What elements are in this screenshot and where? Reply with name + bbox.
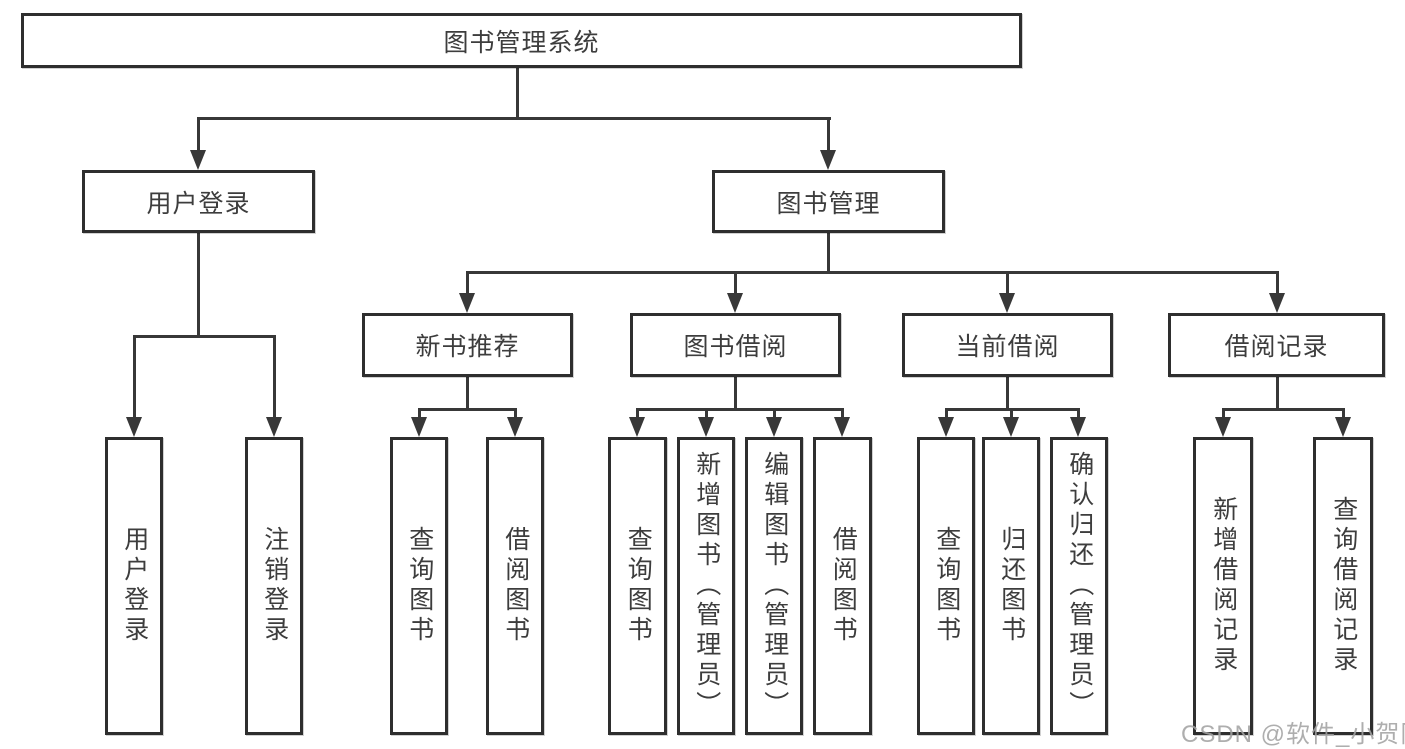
leaf-confirm-return-admin: 确认归还（管理员） bbox=[1050, 437, 1108, 735]
connector-new-book-down bbox=[466, 377, 469, 411]
connector-borrowing-records-hline bbox=[1222, 408, 1345, 411]
leaf-add-borrow-record: 新增借阅记录 bbox=[1193, 437, 1253, 735]
leaf-add-book-admin-label: 新增图书（管理员） bbox=[692, 451, 721, 721]
leaf-add-borrow-record-label: 新增借阅记录 bbox=[1209, 496, 1238, 676]
leaf-borrow-books-1-label: 借阅图书 bbox=[501, 526, 530, 646]
connector-stem-confirm-return bbox=[1077, 408, 1080, 422]
arrowhead-confirm-return bbox=[1070, 417, 1086, 437]
connector-level1-hline bbox=[197, 117, 831, 120]
connector-stem-borrow-books-1 bbox=[514, 408, 517, 422]
leaf-borrow-books-2: 借阅图书 bbox=[813, 437, 872, 735]
arrowhead-user-login bbox=[190, 150, 206, 170]
connector-stem-return-book bbox=[1010, 408, 1013, 422]
connector-stem-add-book bbox=[705, 408, 708, 422]
leaf-add-book-admin: 新增图书（管理员） bbox=[677, 437, 735, 735]
connector-level2-hline bbox=[466, 271, 1279, 274]
leaf-query-borrow-record-label: 查询借阅记录 bbox=[1329, 496, 1358, 676]
arrowhead-return-book bbox=[1003, 417, 1019, 437]
connector-user-login-hline bbox=[133, 335, 276, 338]
connector-stem-borrowing-records bbox=[1276, 271, 1279, 297]
arrowhead-current-borrowing bbox=[999, 293, 1015, 313]
connector-borrowing-records-down bbox=[1276, 377, 1279, 411]
connector-stem-book-management bbox=[827, 117, 830, 152]
arrowhead-query-books-1 bbox=[411, 417, 427, 437]
connector-stem-query-books-3 bbox=[945, 408, 948, 422]
arrowhead-borrow-books-1 bbox=[507, 417, 523, 437]
node-user-login-label: 用户登录 bbox=[146, 189, 251, 218]
leaf-query-books-2: 查询图书 bbox=[608, 437, 667, 735]
watermark: CSDN @软件_小贺同学 bbox=[1181, 721, 1405, 748]
node-new-book-recommend-label: 新书推荐 bbox=[415, 333, 520, 361]
arrowhead-borrowing-records bbox=[1269, 293, 1285, 313]
connector-stem-add-record bbox=[1222, 408, 1225, 422]
connector-book-management-down bbox=[827, 233, 830, 273]
connector-stem-user-login bbox=[197, 117, 200, 152]
leaf-query-books-1: 查询图书 bbox=[390, 437, 448, 735]
arrowhead-query-books-3 bbox=[938, 417, 954, 437]
leaf-confirm-return-admin-label: 确认归还（管理员） bbox=[1065, 451, 1094, 721]
connector-book-borrowing-down bbox=[734, 377, 737, 411]
arrowhead-query-books-2 bbox=[629, 417, 645, 437]
arrowhead-new-book bbox=[459, 293, 475, 313]
connector-user-login-down bbox=[197, 233, 200, 337]
connector-stem-current-borrowing bbox=[1006, 271, 1009, 297]
leaf-borrow-books-2-label: 借阅图书 bbox=[829, 526, 858, 646]
node-book-borrowing: 图书借阅 bbox=[630, 313, 841, 377]
connector-stem-new-book bbox=[466, 271, 469, 297]
node-current-borrowing-label: 当前借阅 bbox=[955, 333, 1060, 361]
arrowhead-edit-book bbox=[766, 417, 782, 437]
leaf-logout-label: 注销登录 bbox=[260, 526, 289, 646]
node-user-login: 用户登录 bbox=[82, 170, 315, 233]
leaf-query-books-3-label: 查询图书 bbox=[932, 526, 961, 646]
connector-stem-query-record bbox=[1342, 408, 1345, 422]
connector-stem-leaf-logout bbox=[273, 335, 276, 419]
node-book-borrowing-label: 图书借阅 bbox=[683, 333, 788, 361]
leaf-logout: 注销登录 bbox=[245, 437, 303, 735]
node-borrowing-records-label: 借阅记录 bbox=[1224, 333, 1329, 361]
connector-stem-query-books-1 bbox=[418, 408, 421, 422]
node-current-borrowing: 当前借阅 bbox=[902, 313, 1113, 377]
connector-stem-leaf-user-login bbox=[133, 335, 136, 419]
connector-stem-book-borrowing bbox=[734, 271, 737, 297]
arrowhead-leaf-logout bbox=[266, 417, 282, 437]
node-root-label: 图书管理系统 bbox=[443, 28, 600, 57]
leaf-query-borrow-record: 查询借阅记录 bbox=[1313, 437, 1373, 735]
arrowhead-add-record bbox=[1215, 417, 1231, 437]
leaf-return-book: 归还图书 bbox=[982, 437, 1040, 735]
node-book-management-label: 图书管理 bbox=[776, 189, 881, 218]
connector-new-book-hline bbox=[418, 408, 517, 411]
leaf-borrow-books-1: 借阅图书 bbox=[486, 437, 544, 735]
node-root: 图书管理系统 bbox=[21, 13, 1022, 68]
leaf-user-login: 用户登录 bbox=[105, 437, 163, 735]
connector-current-borrowing-down bbox=[1006, 377, 1009, 411]
leaf-query-books-1-label: 查询图书 bbox=[405, 526, 434, 646]
node-new-book-recommend: 新书推荐 bbox=[362, 313, 573, 377]
leaf-query-books-2-label: 查询图书 bbox=[624, 526, 653, 646]
node-borrowing-records: 借阅记录 bbox=[1168, 313, 1385, 377]
arrowhead-leaf-user-login bbox=[126, 417, 142, 437]
connector-stem-edit-book bbox=[773, 408, 776, 422]
connector-book-borrowing-hline bbox=[636, 408, 844, 411]
arrowhead-add-book bbox=[698, 417, 714, 437]
arrowhead-query-record bbox=[1335, 417, 1351, 437]
leaf-return-book-label: 归还图书 bbox=[997, 526, 1026, 646]
leaf-edit-book-admin-label: 编辑图书（管理员） bbox=[760, 451, 789, 721]
connector-stem-borrow-books-2 bbox=[841, 408, 844, 422]
leaf-user-login-label: 用户登录 bbox=[120, 526, 149, 646]
node-book-management: 图书管理 bbox=[712, 170, 945, 233]
leaf-query-books-3: 查询图书 bbox=[917, 437, 975, 735]
arrowhead-book-borrowing bbox=[727, 293, 743, 313]
arrowhead-borrow-books-2 bbox=[834, 417, 850, 437]
connector-root-stem bbox=[516, 66, 519, 119]
connector-stem-query-books-2 bbox=[636, 408, 639, 422]
arrowhead-book-management bbox=[820, 150, 836, 170]
leaf-edit-book-admin: 编辑图书（管理员） bbox=[745, 437, 803, 735]
